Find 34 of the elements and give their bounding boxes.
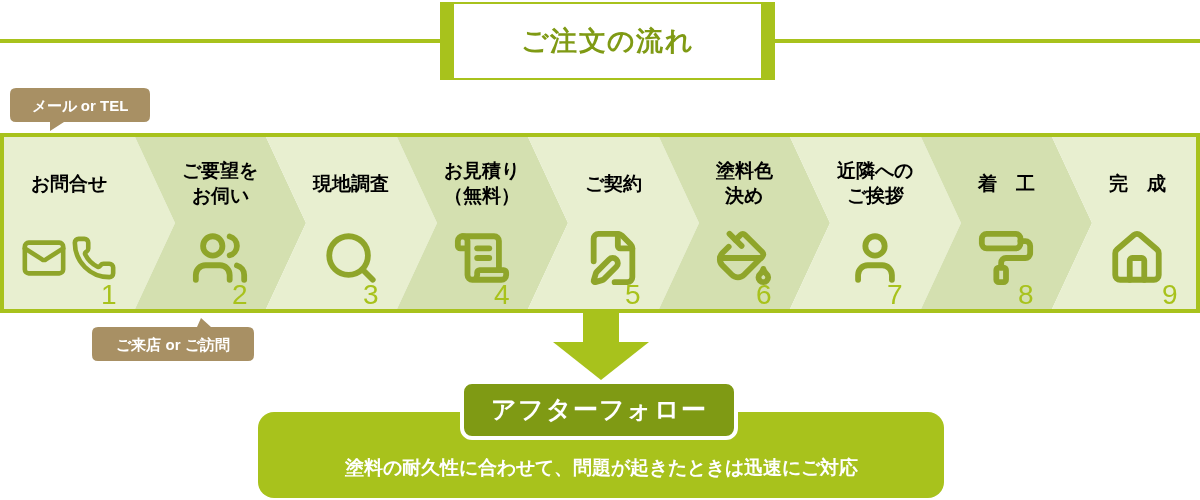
step-number: 9 (1162, 281, 1178, 309)
step-label: 近隣へのご挨拶 (837, 159, 913, 208)
step-label: 塗料色決め (715, 159, 773, 208)
chevron-step (266, 137, 437, 309)
step-label: ご契約 (583, 171, 643, 196)
chevron-step (921, 137, 1092, 309)
block-arrow (553, 313, 649, 380)
chevron-step (135, 137, 306, 309)
step-label: ご要望をお伺い (182, 159, 258, 208)
title: ご注文の流れ (520, 24, 695, 58)
step-number: 5 (625, 281, 641, 309)
step-number: 3 (363, 281, 379, 309)
step-number: 1 (101, 281, 117, 309)
step-number: 7 (887, 281, 903, 309)
chevron-step (1052, 137, 1196, 309)
step-number: 6 (756, 281, 772, 309)
bubble-text: ご来店 or ご訪問 (115, 335, 231, 355)
speech-bubble (10, 88, 150, 131)
step-number: 4 (494, 281, 510, 309)
bubble-text: メール or TEL (30, 96, 130, 116)
process-band (0, 133, 1200, 313)
step-number: 8 (1018, 281, 1034, 309)
chevron-step (790, 137, 961, 309)
panel-heading: アフターフォロー (491, 394, 707, 426)
step-number: 2 (232, 281, 248, 309)
chevron-step (528, 137, 699, 309)
step-label: 現地調査 (311, 171, 390, 196)
chevron-step (4, 137, 175, 309)
speech-bubble (92, 318, 254, 361)
step-label: お問合せ (30, 171, 108, 196)
panel-text: 塗料の耐久性に合わせて、問題が起きたときは迅速にご対応 (343, 456, 859, 480)
step-label: 完 成 (1107, 171, 1167, 196)
step-label: お見積り（無料） (444, 159, 520, 208)
step-label: 着 工 (976, 171, 1036, 196)
